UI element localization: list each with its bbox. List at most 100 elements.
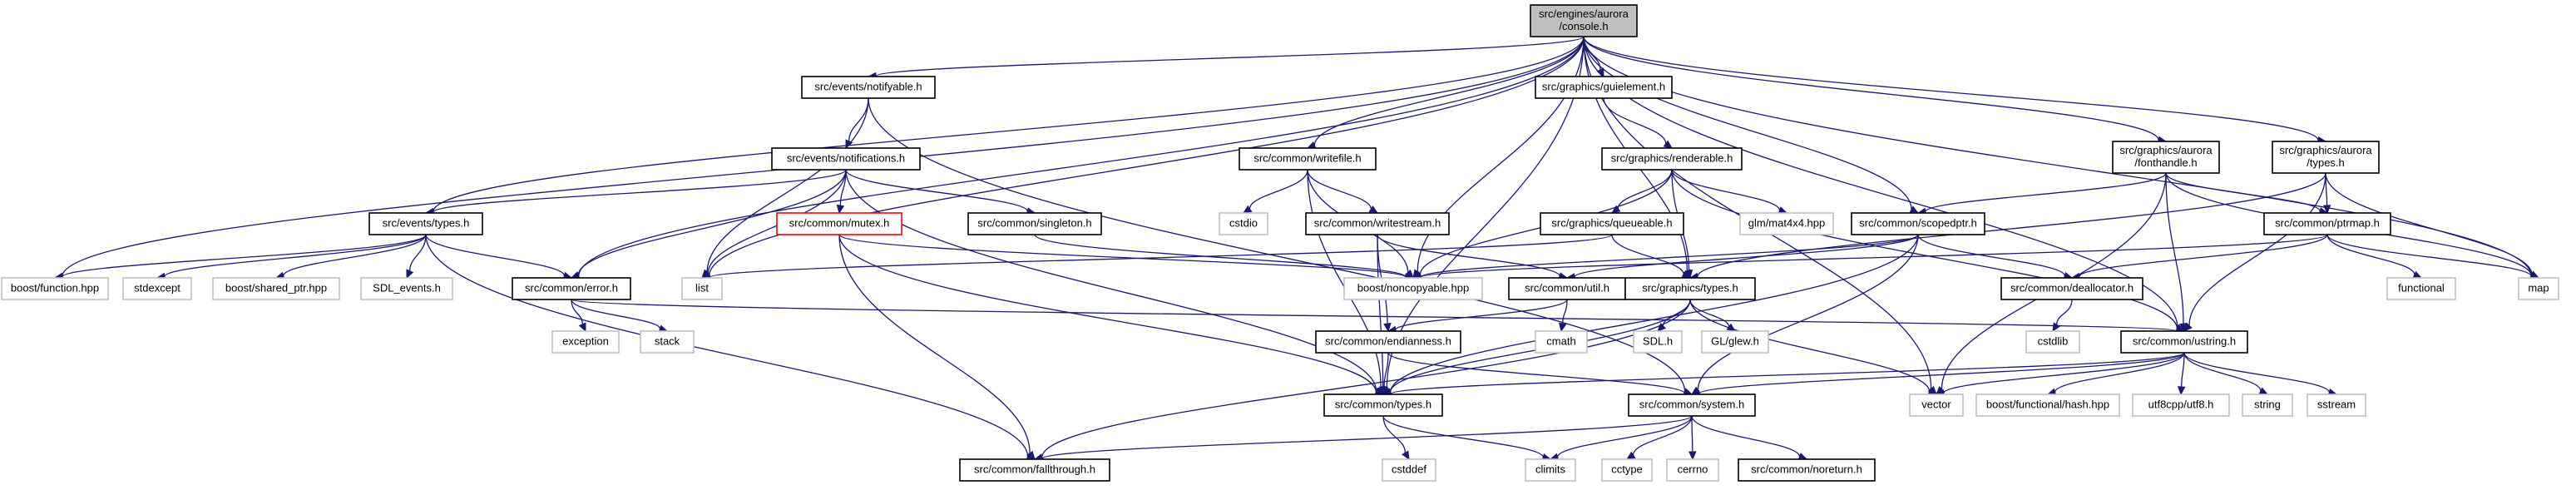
node-label: list (695, 282, 709, 294)
node-noncopyable: boost/noncopyable.hpp (1343, 277, 1483, 300)
node-label: src/graphics/types.h (1642, 282, 1738, 294)
node-guielement[interactable]: src/graphics/guielement.h (1535, 76, 1673, 99)
node-deallocator[interactable]: src/common/deallocator.h (2000, 277, 2143, 300)
edge-line (1034, 234, 1407, 278)
edge-writefile-to-cstdio (1242, 169, 1308, 214)
node-queueable[interactable]: src/graphics/queueable.h (1540, 212, 1684, 235)
node-util[interactable]: src/common/util.h (1508, 277, 1626, 300)
node-box (360, 277, 453, 300)
edge-guielement-to-renderable (1603, 97, 1673, 149)
node-singleton[interactable]: src/common/singleton.h (967, 212, 1102, 235)
node-box (1535, 330, 1588, 354)
edge-line (2181, 352, 2185, 388)
edge-line (2183, 352, 2330, 393)
node-box (2120, 330, 2248, 354)
edge-eventstypes-to-boostfunction (53, 234, 427, 281)
node-label: climits (1535, 463, 1566, 476)
node-box (212, 277, 340, 300)
node-sdlh: SDL.h (1633, 330, 1683, 354)
node-box (2386, 277, 2456, 300)
node-notifyable[interactable]: src/events/notifyable.h (801, 76, 936, 99)
edge-line (1671, 169, 1781, 211)
edge-eventstypes-to-stdexcept (156, 234, 427, 281)
node-notifications[interactable]: src/events/notifications.h (771, 147, 921, 171)
node-box (512, 277, 631, 300)
node-label: src/common/util.h (1525, 282, 1609, 294)
node-label: src/common/ptrmap.h (2275, 217, 2380, 230)
node-eventstypes[interactable]: src/events/types.h (368, 212, 483, 235)
node-box (1601, 458, 1653, 482)
edge-arrowhead (406, 269, 414, 280)
node-box (2112, 141, 2220, 174)
node-box (1219, 212, 1268, 235)
edge-arrowhead (1404, 269, 1414, 279)
node-scopedptr[interactable]: src/common/scopedptr.h (1851, 212, 1985, 235)
edge-line (2188, 172, 2326, 326)
edge-line (848, 97, 869, 141)
node-label: src/common/writestream.h (1314, 217, 1441, 230)
edge-system-to-noreturn (1691, 415, 1808, 461)
edge-arrowhead (836, 204, 845, 215)
edge-line (425, 234, 1029, 457)
node-cctype: cctype (1601, 458, 1653, 482)
node-box (1305, 212, 1450, 235)
node-writefile[interactable]: src/common/writefile.h (1239, 147, 1377, 171)
node-box (681, 277, 723, 300)
edge-eventstypes-to-fallthrough (425, 234, 1036, 461)
node-writestream[interactable]: src/common/writestream.h (1305, 212, 1450, 235)
edge-scopedptr-to-deallocator (1917, 234, 2074, 280)
edge-line (1617, 169, 1673, 209)
node-label: /types.h (2307, 156, 2345, 169)
edge-util-to-cmath (1559, 299, 1568, 333)
node-fallthrough[interactable]: src/common/fallthrough.h (959, 458, 1110, 482)
node-box (2263, 212, 2391, 235)
edge-line (2054, 352, 2185, 393)
node-ptrmap[interactable]: src/common/ptrmap.h (2263, 212, 2391, 235)
edge-arrowhead (2178, 386, 2186, 396)
node-endianness[interactable]: src/common/endianness.h (1315, 330, 1461, 354)
edge-line (164, 234, 427, 278)
node-box (967, 212, 1102, 235)
node-fonthandle[interactable]: src/graphics/aurora/fonthandle.h (2112, 141, 2220, 174)
edge-graphicstypes-to-sdlh (1657, 299, 1691, 332)
node-box (1628, 393, 1756, 417)
node-commontypes[interactable]: src/common/types.h (1323, 393, 1443, 417)
node-cstdlib: cstdlib (2025, 330, 2080, 354)
node-box (1540, 212, 1684, 235)
node-renderable[interactable]: src/graphics/renderable.h (1601, 147, 1743, 171)
node-error[interactable]: src/common/error.h (512, 277, 631, 300)
node-label: src/common/error.h (525, 282, 618, 294)
node-label: cmath (1546, 335, 1575, 348)
node-auroratypes[interactable]: src/graphics/aurora/types.h (2272, 141, 2380, 174)
edge-arrowhead (2183, 322, 2193, 332)
edge-arrowhead (1402, 450, 1410, 461)
edge-arrowhead (1611, 205, 1621, 214)
node-ustring[interactable]: src/common/ustring.h (2120, 330, 2248, 354)
node-vector: vector (1909, 393, 1964, 417)
edge-ptrmap-to-noncopyable (1412, 234, 2328, 282)
edge-ustring-to-commontypes (1382, 352, 2185, 398)
node-system[interactable]: src/common/system.h (1628, 393, 1756, 417)
edge-arrowhead (2322, 205, 2331, 215)
node-label: src/engines/aurora (1539, 7, 1629, 20)
node-label: SDL_events.h (373, 282, 441, 294)
node-mutex[interactable]: src/common/mutex.h (776, 212, 902, 235)
node-box (2132, 393, 2230, 417)
node-label: boost/noncopyable.hpp (1357, 282, 1469, 294)
node-stack: stack (640, 330, 695, 354)
edge-system-to-cctype (1625, 415, 1693, 460)
node-label: src/events/types.h (383, 217, 470, 230)
node-label: map (2528, 282, 2549, 294)
node-label: src/graphics/renderable.h (1611, 152, 1733, 165)
node-label: boost/function.hpp (11, 282, 99, 294)
node-box (1, 277, 109, 300)
node-box (551, 330, 620, 354)
edge-line (1420, 234, 2328, 279)
node-noreturn[interactable]: src/common/noreturn.h (1738, 458, 1876, 482)
node-label: src/common/noreturn.h (1751, 463, 1862, 476)
node-console[interactable]: src/engines/aurora/console.h (1530, 4, 1638, 37)
node-box (1738, 458, 1876, 482)
node-label: stack (655, 335, 680, 348)
node-graphicstypes[interactable]: src/graphics/types.h (1624, 277, 1756, 300)
